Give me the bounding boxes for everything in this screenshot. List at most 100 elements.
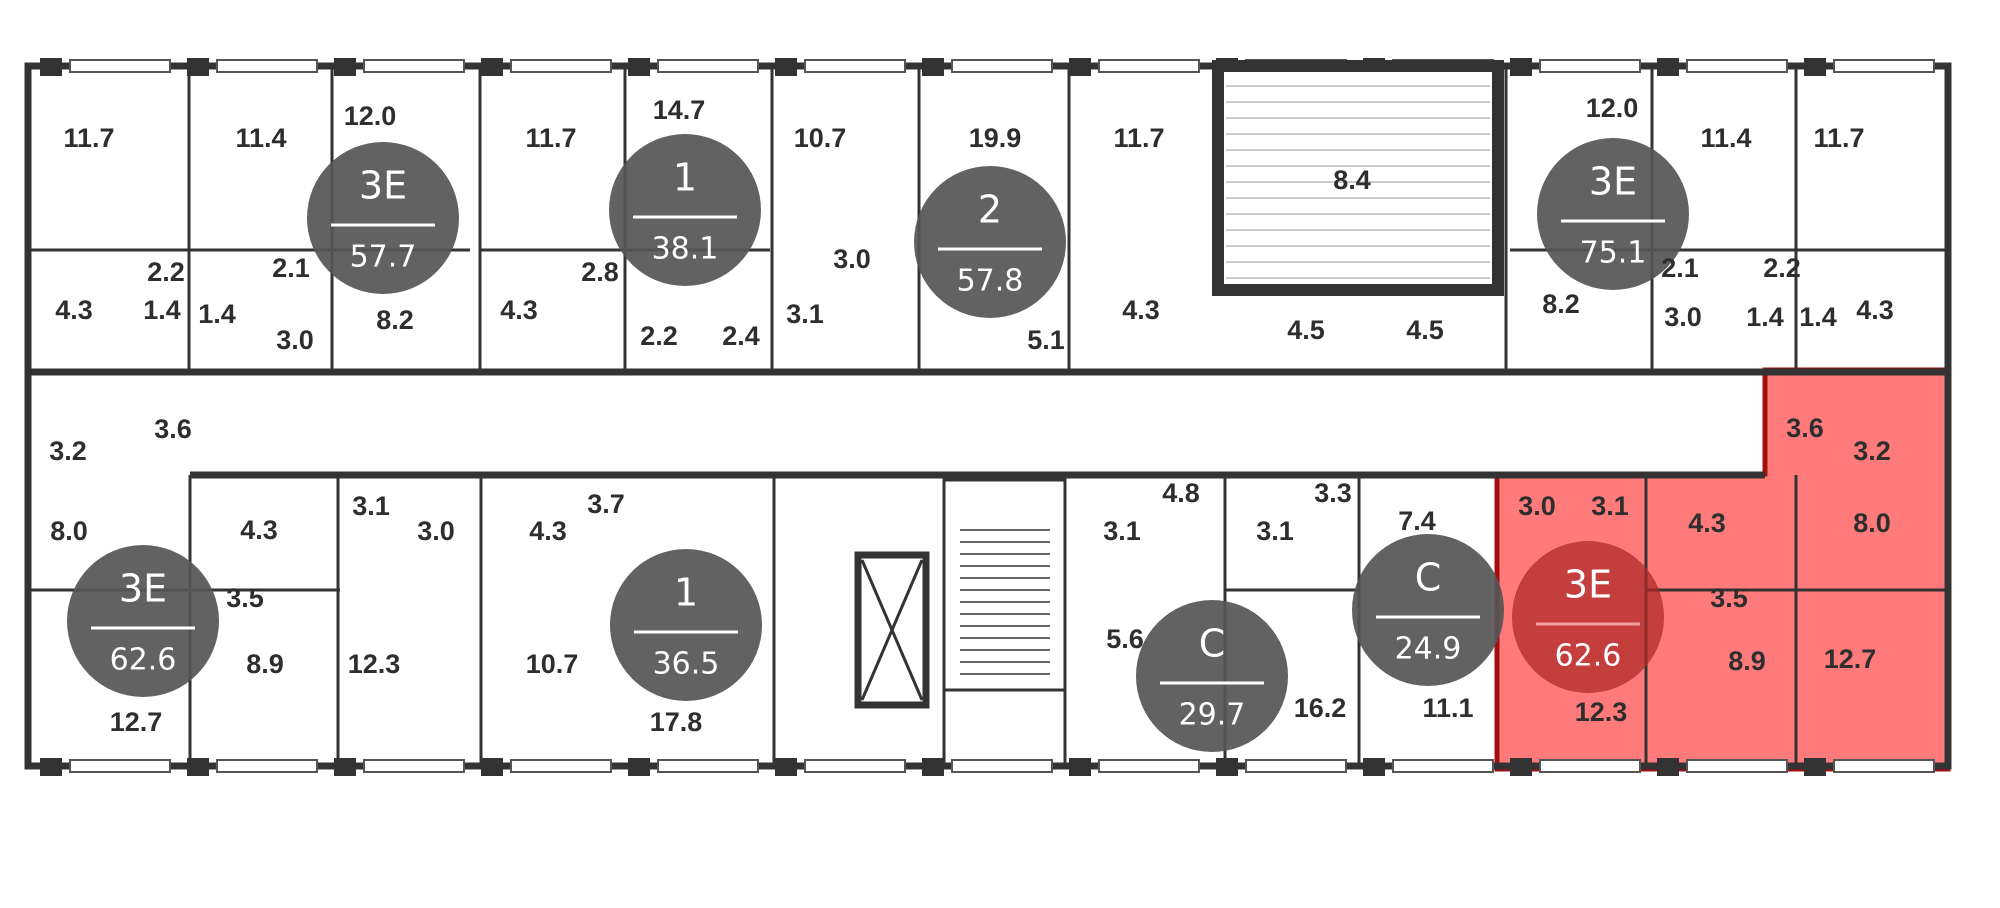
apartment-badge[interactable]: 3E 62.6 (67, 545, 219, 697)
window (657, 759, 759, 773)
column (1216, 758, 1238, 776)
elevator-cross (860, 559, 924, 701)
apartment-type: 1 (674, 571, 698, 615)
room-area-label: 3.1 (1256, 516, 1294, 546)
room-area-label: 2.2 (1763, 253, 1801, 283)
apartment-type: 3E (119, 567, 167, 611)
column (1657, 58, 1679, 76)
badge-circle (914, 166, 1066, 318)
window (1539, 59, 1641, 73)
room-area-label: 12.3 (1575, 697, 1628, 727)
apartment-type: 2 (978, 188, 1002, 232)
column (1804, 758, 1826, 776)
room-area-label: 2.1 (1661, 253, 1699, 283)
room-area-label: 7.4 (1398, 506, 1436, 536)
apartment-badge[interactable]: 257.8 (914, 166, 1066, 318)
apartment-type: 3E (1589, 160, 1637, 204)
room-area-label: 8.4 (1333, 165, 1371, 195)
room-area-label: 3.6 (1786, 413, 1824, 443)
badge-circle (1537, 138, 1689, 290)
window (1833, 759, 1935, 773)
room-area-label: 8.2 (376, 305, 414, 335)
window (1245, 759, 1347, 773)
column (1069, 758, 1091, 776)
room-area-label: 3.1 (1103, 516, 1141, 546)
badge-circle (609, 134, 761, 286)
room-area-label: 12.7 (1824, 644, 1877, 674)
column (775, 758, 797, 776)
room-area-label: 10.7 (526, 649, 579, 679)
room-area-label: 1.4 (198, 299, 236, 329)
room-area-label: 1.4 (1746, 302, 1784, 332)
apartment-area: 75.1 (1580, 236, 1647, 271)
window (1098, 759, 1200, 773)
room-area-label: 3.2 (49, 436, 87, 466)
apartment-badge[interactable]: 136.5 (610, 549, 762, 701)
room-area-label: 11.4 (235, 123, 286, 153)
window (363, 59, 465, 73)
window (1686, 59, 1788, 73)
room-area-label: 4.3 (55, 295, 93, 325)
room-area-label: 2.4 (722, 321, 760, 351)
window (363, 759, 465, 773)
window (510, 759, 612, 773)
window (216, 759, 318, 773)
apartment-badge[interactable]: 3E 75.1 (1537, 138, 1689, 290)
apartment-type: 3E (1564, 563, 1612, 607)
room-area-label: 4.3 (500, 295, 538, 325)
column (481, 758, 503, 776)
apartment-badge[interactable]: 138.1 (609, 134, 761, 286)
room-area-label: 4.3 (240, 515, 278, 545)
column (775, 58, 797, 76)
badge-circle (1352, 534, 1504, 686)
shaft-8-4 (1212, 60, 1504, 296)
room-area-label: 4.3 (1688, 508, 1726, 538)
room-area-label: 8.2 (1542, 289, 1580, 319)
apartment-badge[interactable]: C24.9 (1352, 534, 1504, 686)
column (922, 758, 944, 776)
room-area-label: 12.3 (348, 649, 401, 679)
apartment-type: 1 (673, 156, 697, 200)
room-area-label: 8.9 (1728, 646, 1766, 676)
room-area-label: 11.1 (1422, 693, 1473, 723)
column (1804, 58, 1826, 76)
apartment-badge[interactable]: C29.7 (1136, 600, 1288, 752)
room-area-label: 3.5 (226, 583, 264, 613)
window (69, 759, 171, 773)
room-area-label: 3.0 (833, 244, 871, 274)
room-area-label: 4.3 (529, 516, 567, 546)
room-area-label: 8.9 (246, 649, 284, 679)
apartment-type: 3E (359, 164, 407, 208)
room-area-label: 11.7 (1813, 123, 1864, 153)
room-area-label: 5.6 (1106, 624, 1144, 654)
apartment-area: 36.5 (653, 647, 720, 682)
window (1833, 59, 1935, 73)
room-area-label: 14.7 (653, 95, 706, 125)
column (628, 758, 650, 776)
window (216, 59, 318, 73)
window (951, 759, 1053, 773)
column (1363, 758, 1385, 776)
room-area-label: 2.2 (147, 257, 185, 287)
room-area-label: 3.1 (786, 299, 824, 329)
room-area-label: 3.5 (1710, 583, 1748, 613)
column (1657, 758, 1679, 776)
room-area-label: 1.4 (1799, 302, 1837, 332)
room-area-label: 3.7 (587, 489, 625, 519)
column (334, 58, 356, 76)
column (1510, 58, 1532, 76)
column (187, 758, 209, 776)
window (69, 59, 171, 73)
badge-circle (1512, 541, 1664, 693)
room-area-label: 5.1 (1027, 325, 1065, 355)
stairwell (942, 478, 1067, 692)
room-area-label: 2.1 (272, 253, 310, 283)
room-area-label: 3.2 (1853, 436, 1891, 466)
room-area-label: 1.4 (143, 295, 181, 325)
apartment-area: 24.9 (1395, 632, 1462, 667)
apartment-area: 62.6 (110, 643, 177, 678)
column (40, 758, 62, 776)
